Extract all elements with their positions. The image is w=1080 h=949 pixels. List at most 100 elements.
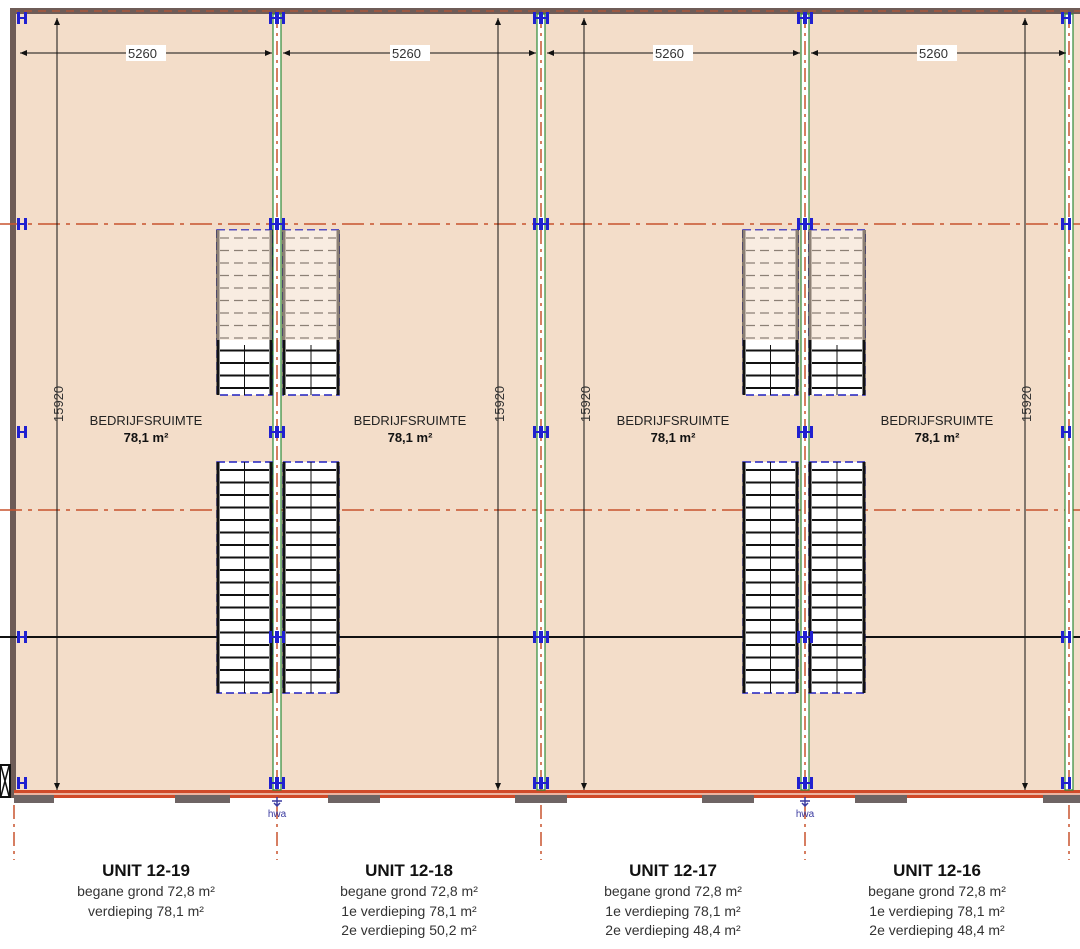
steel-column-icon xyxy=(1061,12,1071,24)
column-flange xyxy=(275,777,278,789)
column-flange xyxy=(797,631,800,643)
column-flange xyxy=(533,218,536,230)
steel-column-icon xyxy=(269,631,285,643)
column-flange xyxy=(24,631,27,643)
column-web xyxy=(799,782,805,784)
column-web xyxy=(1063,431,1069,433)
steel-column-icon xyxy=(797,12,813,24)
column-flange xyxy=(1068,12,1071,24)
column-flange xyxy=(17,426,20,438)
column-web xyxy=(271,782,277,784)
column-flange xyxy=(1068,777,1071,789)
column-web xyxy=(277,17,283,19)
room-area: 78,1 m² xyxy=(124,430,169,445)
width-dimension-labels: 5260 5260 5260 5260 xyxy=(126,45,957,61)
column-flange xyxy=(17,218,20,230)
column-flange xyxy=(1068,426,1071,438)
column-web xyxy=(271,636,277,638)
width-dimension: 5260 xyxy=(919,46,948,61)
steel-column-icon xyxy=(533,12,549,24)
column-flange xyxy=(269,631,272,643)
steel-column-icon xyxy=(269,777,285,789)
depth-dimension-labels: 15920 15920 15920 15920 xyxy=(51,386,1034,422)
column-flange xyxy=(1068,218,1071,230)
room-labels: BEDRIJFSRUIMTE 78,1 m² BEDRIJFSRUIMTE 78… xyxy=(90,413,994,445)
window-sill xyxy=(175,795,230,803)
steel-column-icon xyxy=(1061,631,1071,643)
stair-upper-shade xyxy=(283,230,339,340)
unit-area-line: verdieping 78,1 m² xyxy=(88,902,204,919)
column-flange xyxy=(17,777,20,789)
steel-column-icon xyxy=(533,777,549,789)
unit-12-16: UNIT 12-16 begane grond 72,8 m² 1e verdi… xyxy=(805,860,1069,941)
column-flange xyxy=(1061,12,1064,24)
width-dimension: 5260 xyxy=(392,46,421,61)
column-flange xyxy=(803,631,806,643)
column-web xyxy=(541,782,547,784)
window-sill xyxy=(855,795,907,803)
unit-title: UNIT 12-17 xyxy=(629,861,717,880)
column-web xyxy=(277,223,283,225)
column-flange xyxy=(24,777,27,789)
column-flange xyxy=(1068,631,1071,643)
column-flange xyxy=(546,12,549,24)
column-flange xyxy=(546,777,549,789)
steel-column-icon xyxy=(17,12,27,24)
steel-column-icon xyxy=(1061,777,1071,789)
unit-area-line: 1e verdieping 78,1 m² xyxy=(605,902,741,919)
column-flange xyxy=(797,777,800,789)
steel-column-icon xyxy=(17,426,27,438)
column-flange xyxy=(803,218,806,230)
steel-column-icon xyxy=(1061,426,1071,438)
column-flange xyxy=(24,218,27,230)
depth-dimension: 15920 xyxy=(578,386,593,422)
stair-upper-shade xyxy=(743,230,798,340)
column-flange xyxy=(533,426,536,438)
column-flange xyxy=(546,631,549,643)
steel-column-icon xyxy=(269,426,285,438)
steel-column-icon xyxy=(17,777,27,789)
steel-column-icon xyxy=(269,12,285,24)
column-flange xyxy=(1061,777,1064,789)
downpipe-icon xyxy=(272,797,282,808)
unit-area-line: begane grond 72,8 m² xyxy=(868,883,1006,899)
window-sill xyxy=(702,795,754,803)
column-flange xyxy=(1061,426,1064,438)
unit-area-line: 1e verdieping 78,1 m² xyxy=(341,902,477,919)
column-web xyxy=(541,17,547,19)
column-web xyxy=(541,636,547,638)
room-area: 78,1 m² xyxy=(915,430,960,445)
column-web xyxy=(1063,636,1069,638)
steel-column-icon xyxy=(797,218,813,230)
stair-upper-shade xyxy=(217,230,272,340)
unit-12-17: UNIT 12-17 begane grond 72,8 m² 1e verdi… xyxy=(541,860,805,941)
column-flange xyxy=(810,12,813,24)
depth-dimension: 15920 xyxy=(1019,386,1034,422)
depth-dimension: 15920 xyxy=(492,386,507,422)
window-sill xyxy=(328,795,380,803)
room-name: BEDRIJFSRUIMTE xyxy=(354,413,467,428)
column-flange xyxy=(546,426,549,438)
steel-column-icon xyxy=(533,218,549,230)
column-web xyxy=(799,636,805,638)
column-web xyxy=(19,431,25,433)
column-flange xyxy=(797,12,800,24)
column-flange xyxy=(282,631,285,643)
room-name: BEDRIJFSRUIMTE xyxy=(617,413,730,428)
column-web xyxy=(277,431,283,433)
column-web xyxy=(535,223,541,225)
column-flange xyxy=(282,777,285,789)
unit-area-line: 1e verdieping 78,1 m² xyxy=(869,902,1005,919)
column-web xyxy=(19,223,25,225)
column-web xyxy=(805,636,811,638)
steel-column-icon xyxy=(533,631,549,643)
steel-column-icon xyxy=(797,426,813,438)
downpipe-icon xyxy=(800,797,810,808)
window-sill xyxy=(515,795,567,803)
column-web xyxy=(19,17,25,19)
column-flange xyxy=(533,12,536,24)
steel-column-icon xyxy=(797,777,813,789)
column-flange xyxy=(539,631,542,643)
stairs-group xyxy=(216,229,866,694)
column-web xyxy=(799,223,805,225)
